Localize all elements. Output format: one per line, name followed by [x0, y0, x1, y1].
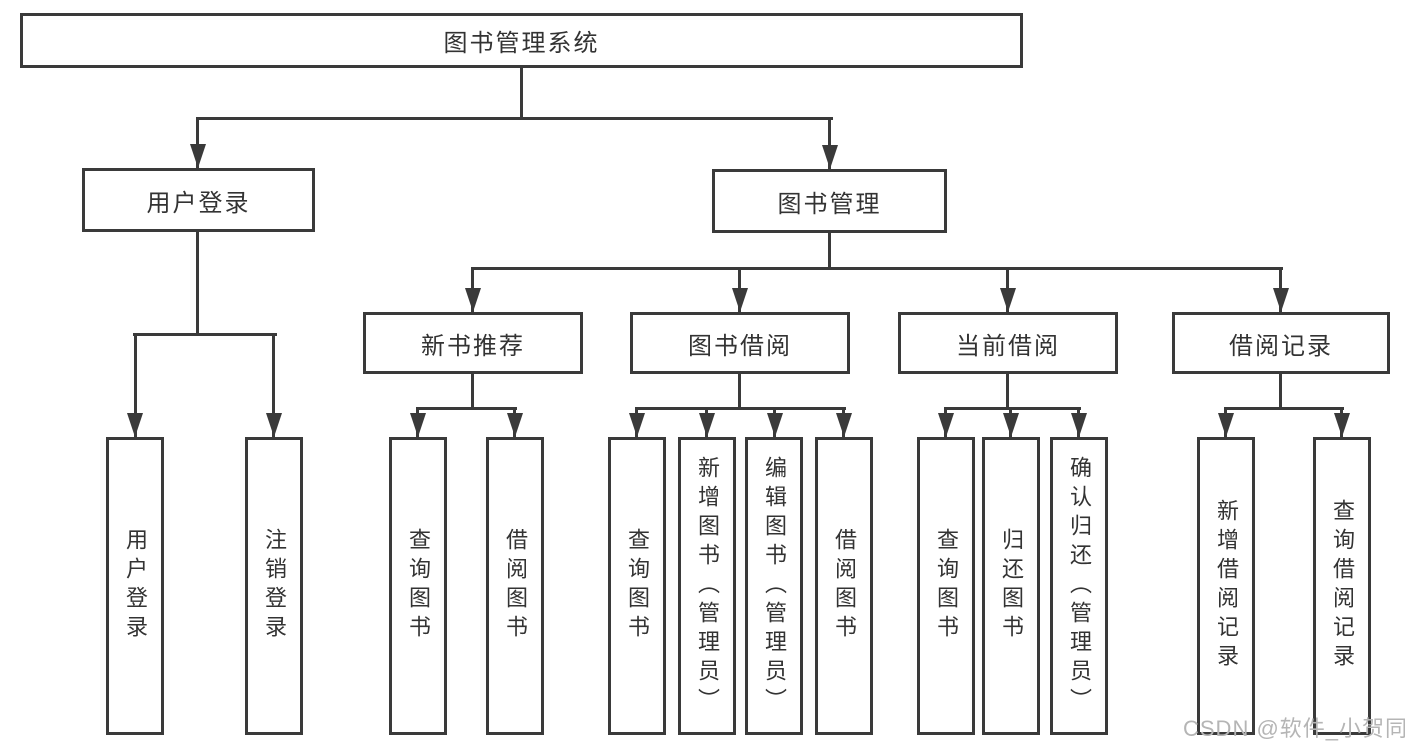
- arrow-down-icon: [629, 413, 645, 437]
- node-label: 借阅记录: [1229, 332, 1333, 360]
- connector-line: [635, 407, 846, 410]
- leaf-query-books-recommend: 查询图书: [389, 437, 447, 735]
- connector-line: [471, 267, 1283, 270]
- leaf-label: 新增图书（管理员）: [695, 455, 720, 717]
- arrow-down-icon: [938, 413, 954, 437]
- arrow-down-icon: [1000, 288, 1016, 312]
- leaf-query-books-current: 查询图书: [917, 437, 975, 735]
- leaf-logout: 注销登录: [245, 437, 303, 735]
- connector-line: [196, 117, 199, 168]
- leaf-add-borrow-record: 新增借阅记录: [1197, 437, 1255, 735]
- leaf-confirm-return-admin: 确认归还（管理员）: [1050, 437, 1108, 735]
- leaf-query-borrow-record: 查询借阅记录: [1313, 437, 1371, 735]
- arrow-down-icon: [410, 413, 426, 437]
- node-label: 图书借阅: [688, 332, 792, 360]
- arrow-down-icon: [465, 288, 481, 312]
- leaf-edit-book-admin: 编辑图书（管理员）: [745, 437, 803, 735]
- arrow-down-icon: [266, 413, 282, 437]
- leaf-add-book-admin: 新增图书（管理员）: [678, 437, 736, 735]
- connector-line: [828, 117, 831, 169]
- leaf-label: 确认归还（管理员）: [1067, 455, 1092, 717]
- leaf-label: 查询借阅记录: [1330, 499, 1355, 673]
- node-library-system: 图书管理系统: [20, 13, 1023, 68]
- node-book-management: 图书管理: [712, 169, 947, 233]
- arrow-down-icon: [1218, 413, 1234, 437]
- node-current-borrowing: 当前借阅: [898, 312, 1118, 374]
- arrow-down-icon: [1003, 413, 1019, 437]
- connector-line: [196, 117, 833, 120]
- node-label: 当前借阅: [956, 332, 1060, 360]
- connector-line: [134, 333, 137, 437]
- leaf-user-login: 用户登录: [106, 437, 164, 735]
- leaf-label: 用户登录: [123, 528, 148, 644]
- arrow-down-icon: [699, 413, 715, 437]
- node-label: 新书推荐: [421, 332, 525, 360]
- leaf-return-books: 归还图书: [982, 437, 1040, 735]
- arrow-down-icon: [127, 413, 143, 437]
- node-borrowing-records: 借阅记录: [1172, 312, 1390, 374]
- connector-line: [471, 374, 474, 410]
- connector-line: [272, 333, 275, 437]
- leaf-label: 归还图书: [999, 528, 1024, 644]
- arrow-down-icon: [1071, 413, 1087, 437]
- connector-line: [828, 233, 831, 270]
- connector-line: [1224, 407, 1344, 410]
- connector-line: [738, 374, 741, 410]
- arrow-down-icon: [190, 144, 206, 168]
- leaf-label: 查询图书: [406, 528, 431, 644]
- arrow-down-icon: [836, 413, 852, 437]
- arrow-down-icon: [1334, 413, 1350, 437]
- leaf-label: 新增借阅记录: [1214, 499, 1239, 673]
- node-label: 图书管理系统: [443, 30, 600, 57]
- arrow-down-icon: [1273, 288, 1289, 312]
- csdn-watermark: CSDN @软件_小贺同学: [1183, 716, 1405, 741]
- arrow-down-icon: [767, 413, 783, 437]
- leaf-label: 查询图书: [625, 528, 650, 644]
- node-label: 用户登录: [146, 189, 251, 217]
- connector-line: [196, 232, 199, 336]
- leaf-label: 编辑图书（管理员）: [762, 455, 787, 717]
- connector-line: [520, 68, 523, 118]
- node-new-book-recommendation: 新书推荐: [363, 312, 583, 374]
- arrow-down-icon: [732, 288, 748, 312]
- node-book-borrowing: 图书借阅: [630, 312, 850, 374]
- arrow-down-icon: [507, 413, 523, 437]
- node-user-login: 用户登录: [82, 168, 315, 232]
- connector-line: [133, 333, 277, 336]
- leaf-label: 查询图书: [934, 528, 959, 644]
- leaf-label: 借阅图书: [832, 528, 857, 644]
- node-label: 图书管理: [777, 190, 882, 218]
- leaf-borrow-books: 借阅图书: [815, 437, 873, 735]
- arrow-down-icon: [822, 145, 838, 169]
- connector-line: [416, 407, 517, 410]
- connector-line: [1279, 374, 1282, 410]
- leaf-query-books-borrow: 查询图书: [608, 437, 666, 735]
- leaf-borrow-books-recommend: 借阅图书: [486, 437, 544, 735]
- leaf-label: 注销登录: [262, 528, 287, 644]
- connector-line: [944, 407, 1081, 410]
- connector-line: [1006, 374, 1009, 410]
- leaf-label: 借阅图书: [503, 528, 528, 644]
